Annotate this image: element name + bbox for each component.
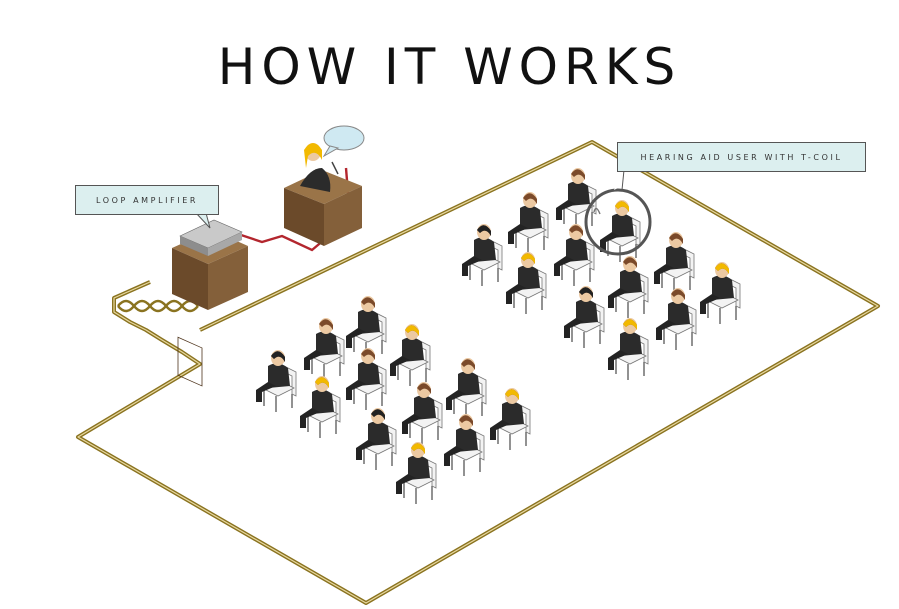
audience-left xyxy=(256,295,530,504)
hearing-aid-user-callout: HEARING AID USER WITH T-COIL xyxy=(617,142,866,172)
induction-loop-wire xyxy=(76,140,880,605)
page-title: HOW IT WORKS xyxy=(217,38,682,96)
audience-right xyxy=(462,167,740,380)
loop-amplifier-callout: LOOP AMPLIFIER xyxy=(75,185,219,215)
highlight-ring-icon xyxy=(584,188,652,256)
speaker-person-icon xyxy=(300,143,339,192)
speech-bubble-icon xyxy=(322,125,365,158)
amplifier-icon xyxy=(179,219,243,256)
hearing-aid-user xyxy=(584,169,652,262)
